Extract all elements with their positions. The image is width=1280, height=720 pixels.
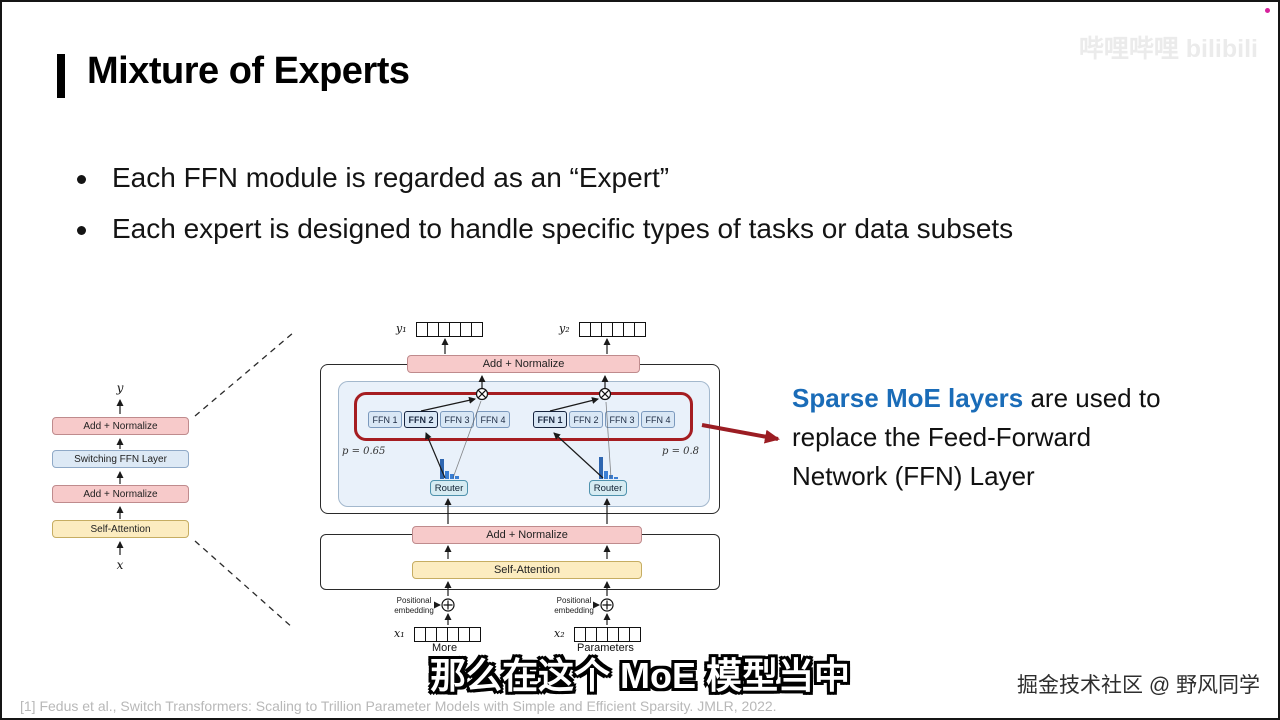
- mini-input-label: x: [116, 558, 124, 572]
- x2-label: x₂: [554, 627, 565, 640]
- citation-text: [1] Fedus et al., Switch Transformers: S…: [20, 698, 777, 714]
- router-probability-left: p = 0.65: [342, 446, 386, 457]
- token-strip-x1: [414, 627, 481, 642]
- positional-embedding-label: Positional embedding: [392, 596, 436, 615]
- self-attention-bar: Self-Attention: [412, 561, 642, 579]
- bilibili-watermark: 哔哩哔哩 bilibili: [1078, 35, 1258, 63]
- annotation-line1-rest: are used to: [1023, 383, 1161, 413]
- positional-embedding-label: Positional embedding: [552, 596, 596, 615]
- positional-embedding-line1: Positional: [396, 596, 432, 605]
- x1-label: x₁: [394, 627, 405, 640]
- y1-label: y₁: [396, 322, 407, 335]
- community-watermark: 掘金技术社区 @ 野风同学: [1017, 674, 1260, 697]
- y2-label: y₂: [559, 322, 570, 335]
- mini-layer-add-normalize-top: Add + Normalize: [52, 417, 189, 435]
- bullet-list: Each FFN module is regarded as an “Exper…: [77, 162, 1013, 264]
- router-probability-right: p = 0.8: [662, 446, 700, 457]
- annotation-line3: Network (FFN) Layer: [792, 461, 1035, 491]
- bullet-text: Each FFN module is regarded as an “Exper…: [112, 162, 670, 193]
- bullet-item: Each FFN module is regarded as an “Exper…: [77, 162, 1013, 194]
- bullet-item: Each expert is designed to handle specif…: [77, 213, 1013, 245]
- mini-layer-switching-ffn: Switching FFN Layer: [52, 450, 189, 468]
- annotation-text: Sparse MoE layers are used to replace th…: [792, 379, 1212, 496]
- token-strip-x2: [574, 627, 641, 642]
- title-accent-bar: [57, 54, 65, 98]
- router-box: Router: [589, 480, 627, 496]
- mini-layer-add-normalize-bottom: Add + Normalize: [52, 485, 189, 503]
- router-box: Router: [430, 480, 468, 496]
- dashed-connectors: [194, 332, 294, 629]
- token-strip-y2: [579, 322, 646, 337]
- bullet-dot-icon: [77, 175, 86, 184]
- mini-output-label: y: [116, 381, 124, 395]
- mini-layer-self-attention: Self-Attention: [52, 520, 189, 538]
- positional-embedding-line2: embedding: [554, 605, 594, 615]
- expert-layer-panel: [338, 381, 710, 507]
- annotation-line1: Sparse MoE layers are used to: [792, 379, 1212, 418]
- video-subtitle: 那么在这个 MoE 模型当中: [430, 655, 850, 696]
- recording-dot-icon: [1265, 8, 1270, 13]
- annotation-line2: replace the Feed-Forward: [792, 422, 1092, 452]
- caption-more: More: [432, 642, 458, 654]
- ffn-expert: FFN 3: [605, 411, 639, 428]
- bullet-text: Each expert is designed to handle specif…: [112, 213, 1014, 244]
- ffn-expert: FFN 1: [368, 411, 402, 428]
- add-normalize-mid-bar: Add + Normalize: [412, 526, 642, 544]
- caption-parameters: Parameters: [577, 642, 634, 654]
- bullet-dot-icon: [77, 226, 86, 235]
- positional-embedding-line1: Positional: [556, 596, 592, 605]
- router-distribution-chart: [440, 457, 459, 479]
- router-distribution-chart: [599, 455, 618, 479]
- annotation-highlight: Sparse MoE layers: [792, 383, 1024, 413]
- add-normalize-top-bar: Add + Normalize: [407, 355, 640, 373]
- page-title: Mixture of Experts: [87, 50, 410, 92]
- ffn-expert: FFN 4: [641, 411, 675, 428]
- positional-embedding-line2: embedding: [394, 605, 434, 615]
- sparse-moe-highlight-box: [354, 392, 693, 441]
- token-strip-y1: [416, 322, 483, 337]
